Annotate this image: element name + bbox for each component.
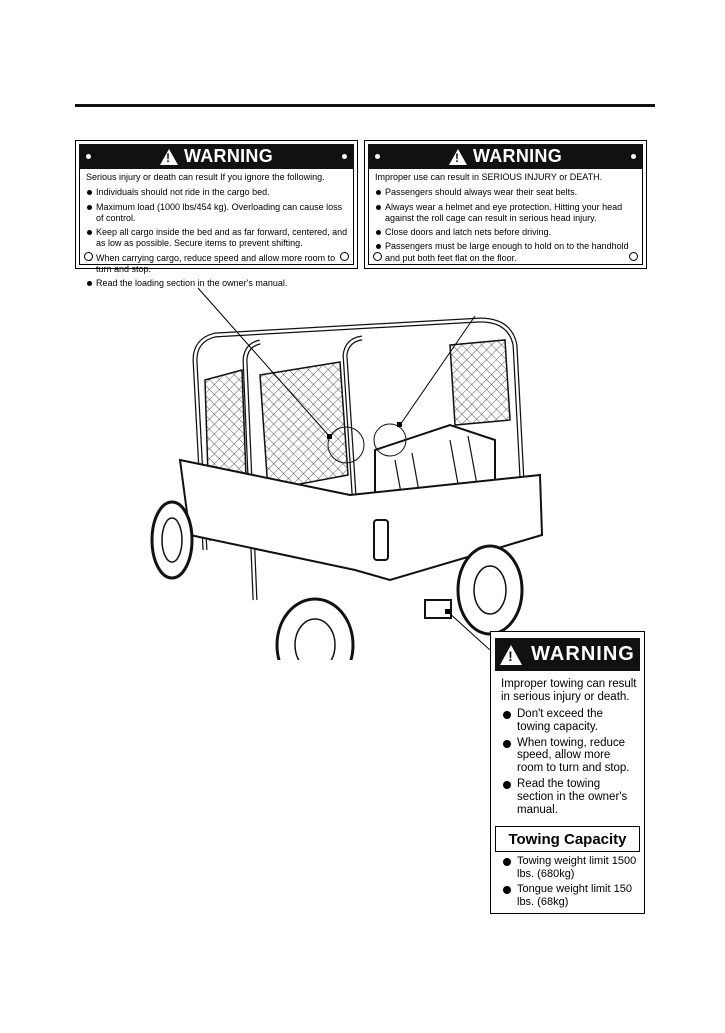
passenger-warning-item: Passengers must be large enough to hold …: [375, 241, 638, 264]
warning-triangle-icon: [448, 148, 467, 165]
rivet-icon: [631, 154, 636, 159]
trailer-hitch: [424, 599, 452, 619]
rivet-icon: [342, 154, 347, 159]
passenger-warning-item: Close doors and latch nets before drivin…: [375, 227, 638, 238]
callout-circle: [373, 423, 407, 457]
rear-net: [259, 361, 349, 491]
towing-warning-item: When towing, reduce speed, allow more ro…: [501, 737, 638, 776]
passenger-warning-label: WARNING Improper use can result in SERIO…: [364, 140, 647, 269]
callout-circle: [327, 426, 365, 464]
passenger-warning-banner: WARNING: [368, 144, 643, 169]
vehicle-illustration: [150, 317, 544, 660]
wheel: [150, 500, 194, 580]
cargo-warning-item: Read the loading section in the owner's …: [86, 278, 349, 289]
towing-warning-banner: WARNING: [495, 638, 640, 671]
passenger-warning-intro: Improper use can result in SERIOUS INJUR…: [375, 172, 603, 182]
passenger-warning-title: WARNING: [472, 146, 563, 166]
mount-hole-icon: [84, 252, 93, 261]
towing-warning-label: WARNING Improper towing can result in se…: [490, 631, 645, 914]
passenger-warning-item: Always wear a helmet and eye protection.…: [375, 202, 638, 225]
vehicle-body: [178, 458, 544, 582]
cargo-warning-label: WARNING Serious injury or death can resu…: [75, 140, 358, 288]
rivet-icon: [86, 154, 91, 159]
cargo-warning-intro: Serious injury or death can result If yo…: [86, 172, 325, 182]
cargo-warning-item: Maximum load (1000 lbs/454 kg). Overload…: [86, 202, 349, 225]
rivet-icon: [375, 154, 380, 159]
header-rule: [75, 104, 655, 107]
towing-warning-item: Read the towing section in the owner's m…: [501, 778, 638, 817]
towing-warning-intro: Improper towing can result in serious in…: [501, 678, 637, 703]
towing-warning-title: WARNING: [531, 643, 635, 665]
cargo-warning-title: WARNING: [183, 146, 274, 166]
wheel: [275, 597, 355, 660]
warning-triangle-icon: [159, 148, 178, 165]
passenger-warning-item: Passengers should always wear their seat…: [375, 187, 638, 198]
towing-capacity-item: Tongue weight limit 150 lbs. (68kg): [501, 883, 638, 908]
mount-hole-icon: [373, 252, 382, 261]
mount-hole-icon: [340, 252, 349, 261]
towing-warning-item: Don't exceed the towing capacity.: [501, 708, 638, 734]
rear-net: [449, 339, 511, 426]
cargo-warning-item: Keep all cargo inside the bed and as far…: [86, 227, 349, 250]
mount-hole-icon: [629, 252, 638, 261]
warning-triangle-icon: [500, 644, 523, 665]
tail-light: [373, 519, 389, 561]
towing-capacity-title: Towing Capacity: [495, 826, 640, 852]
cargo-warning-item: Individuals should not ride in the cargo…: [86, 187, 349, 198]
towing-capacity-item: Towing weight limit 1500 lbs. (680kg): [501, 855, 638, 880]
cargo-warning-banner: WARNING: [79, 144, 354, 169]
